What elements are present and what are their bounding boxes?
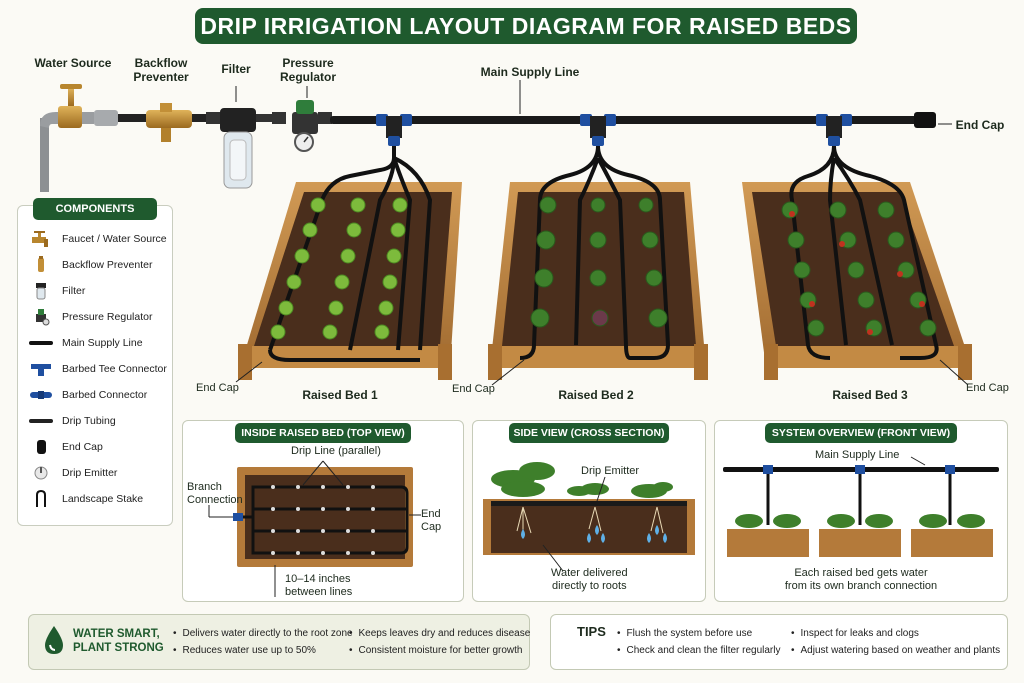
legend-item: Barbed Connector xyxy=(28,384,172,406)
components-legend: COMPONENTS Faucet / Water Source Backflo… xyxy=(17,198,173,526)
bed-1-end-cap-label: End Cap xyxy=(196,382,239,394)
tee-icon xyxy=(28,358,54,380)
tips-box: TIPS Flush the system before use Check a… xyxy=(550,614,1008,670)
faucet xyxy=(40,84,118,192)
stake-icon xyxy=(28,488,54,510)
water-smart-bullet: Keeps leaves dry and reduces disease xyxy=(349,628,531,639)
main-illustration xyxy=(40,80,972,386)
tips-heading: TIPS xyxy=(577,624,606,639)
front-view-title: SYSTEM OVERVIEW (FRONT VIEW) xyxy=(765,423,957,443)
drip-line-label: Drip Line (parallel) xyxy=(291,445,381,457)
regulator-icon xyxy=(28,306,54,328)
label-main-supply-line: Main Supply Line xyxy=(480,65,580,79)
bed-1-label: Raised Bed 1 xyxy=(302,388,378,402)
tip-bullet: Inspect for leaks and clogs xyxy=(791,628,919,639)
faucet-icon xyxy=(28,228,54,250)
top-view-title: INSIDE RAISED BED (TOP VIEW) xyxy=(235,423,411,443)
bed-3-label: Raised Bed 3 xyxy=(832,388,908,402)
main-supply-line xyxy=(330,116,922,124)
label-end-cap: End Cap xyxy=(955,118,1005,132)
raised-bed-1 xyxy=(238,146,462,380)
front-caption: Each raised bed gets water from its own … xyxy=(784,567,938,592)
end-cap-icon xyxy=(28,436,54,458)
water-smart-heading: WATER SMART, PLANT STRONG xyxy=(73,628,164,654)
pipe-icon xyxy=(28,332,54,354)
side-view-panel: SIDE VIEW (CROSS SECTION) Drip Emitter W… xyxy=(472,420,706,602)
top-view-diagram xyxy=(208,460,421,597)
emitter-icon xyxy=(28,462,54,484)
raised-bed-3 xyxy=(742,145,972,380)
filter xyxy=(206,108,272,189)
water-smart-bullet: Delivers water directly to the root zone xyxy=(173,628,353,639)
legend-item: Landscape Stake xyxy=(28,488,172,510)
tubing-icon xyxy=(28,410,54,432)
label-water-source: Water Source xyxy=(34,56,112,70)
legend-item: End Cap xyxy=(28,436,172,458)
side-view-diagram xyxy=(483,462,695,572)
legend-item: Pressure Regulator xyxy=(28,306,172,328)
tip-bullet: Adjust watering based on weather and pla… xyxy=(791,645,1001,656)
legend-item: Backflow Preventer xyxy=(28,254,172,276)
components-title: COMPONENTS xyxy=(33,198,157,220)
front-view-diagram xyxy=(723,456,999,557)
top-view-end-cap-label: End Cap xyxy=(421,508,442,533)
drip-emitter-label: Drip Emitter xyxy=(581,465,640,477)
legend-item: Drip Emitter xyxy=(28,462,172,484)
bed-2-label: Raised Bed 2 xyxy=(558,388,634,402)
side-view-title: SIDE VIEW (CROSS SECTION) xyxy=(509,423,669,443)
connector-icon xyxy=(28,384,54,406)
tip-bullet: Check and clean the filter regularly xyxy=(617,645,781,656)
tee-connectors xyxy=(376,114,852,146)
legend-item: Faucet / Water Source xyxy=(28,228,172,250)
branch-connection-label: Branch Connection xyxy=(187,481,243,506)
backflow-icon xyxy=(28,254,54,276)
top-view-panel: INSIDE RAISED BED (TOP VIEW) Drip Line (… xyxy=(182,420,464,602)
water-smart-bullet: Reduces water use up to 50% xyxy=(173,645,316,656)
label-pressure-regulator: Pressure Regulator xyxy=(279,56,336,84)
legend-item: Filter xyxy=(28,280,172,302)
legend-item: Main Supply Line xyxy=(28,332,172,354)
water-smart-box: WATER SMART, PLANT STRONG Delivers water… xyxy=(28,614,530,670)
bed-3-end-cap-label: End Cap xyxy=(966,382,1009,394)
end-cap-main xyxy=(914,112,936,128)
label-filter: Filter xyxy=(221,62,251,76)
legend-item: Drip Tubing xyxy=(28,410,172,432)
pressure-regulator xyxy=(272,100,332,152)
backflow-preventer xyxy=(146,103,192,142)
front-view-panel: SYSTEM OVERVIEW (FRONT VIEW) Main Supply… xyxy=(714,420,1008,602)
tip-bullet: Flush the system before use xyxy=(617,628,753,639)
water-smart-bullet: Consistent moisture for better growth xyxy=(349,645,523,656)
legend-item: Barbed Tee Connector xyxy=(28,358,172,380)
raised-bed-2 xyxy=(488,145,708,380)
water-delivery-label: Water delivered directly to roots xyxy=(551,567,628,592)
page-title: DRIP IRRIGATION LAYOUT DIAGRAM FOR RAISE… xyxy=(195,8,857,44)
water-drop-icon xyxy=(45,626,63,654)
line-spacing-label: 10–14 inches between lines xyxy=(285,573,353,598)
bed-2-end-cap-label: End Cap xyxy=(452,383,495,395)
label-backflow-preventer: Backflow Preventer xyxy=(133,56,189,84)
filter-icon xyxy=(28,280,54,302)
front-main-line-label: Main Supply Line xyxy=(815,449,900,461)
